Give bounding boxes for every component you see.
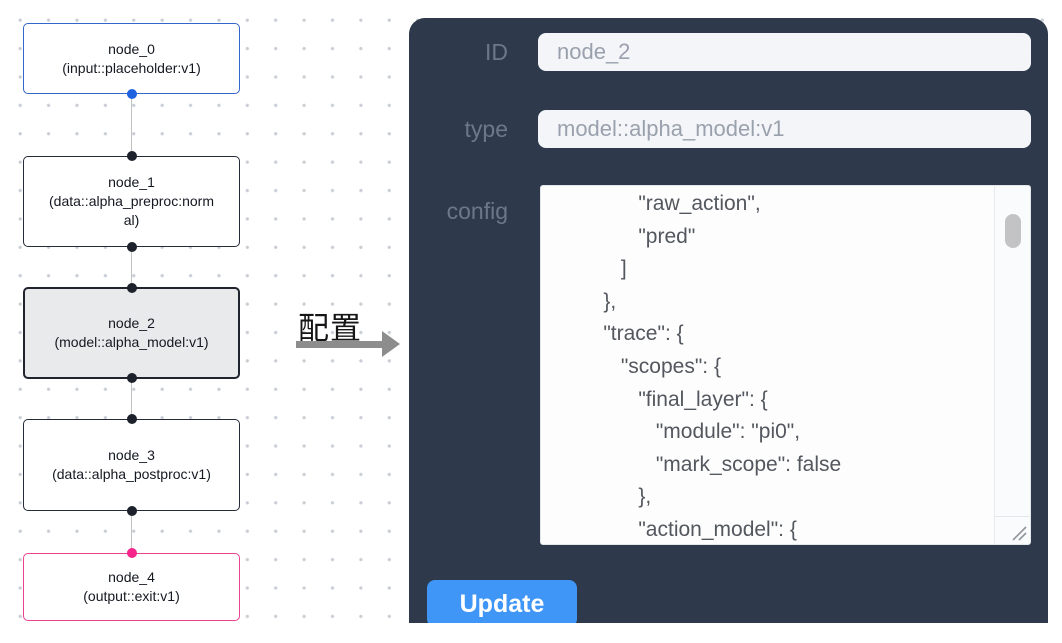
output-port[interactable] xyxy=(126,373,137,383)
node-config-panel: ID node_2 type model::alpha_model:v1 con… xyxy=(409,18,1048,623)
right-arrow-head-icon xyxy=(382,331,400,357)
config-annotation-label: 配置 xyxy=(298,311,362,346)
scrollbar-corner-divider xyxy=(995,516,1030,517)
edge-node3-node4 xyxy=(130,511,132,553)
node-label: node_0 xyxy=(108,40,155,57)
right-arrow-icon xyxy=(296,341,383,348)
node-label: node_4 xyxy=(108,569,155,585)
input-port[interactable] xyxy=(126,283,137,293)
id-field-label: ID xyxy=(485,39,508,65)
flow-node-node_3[interactable]: node_3 (data::alpha_postproc:v1) xyxy=(23,414,240,516)
flow-node-node_2-selected[interactable]: node_2 (model::alpha_model:v1) xyxy=(23,283,240,383)
config-json-text[interactable]: "raw_action", "pred" ] }, "trace": { "sc… xyxy=(603,192,842,541)
output-port[interactable] xyxy=(126,506,137,516)
output-port[interactable] xyxy=(126,89,137,99)
resize-grip-icon[interactable] xyxy=(1010,526,1028,541)
id-input[interactable]: node_2 xyxy=(538,33,1031,71)
flow-node-node_4[interactable]: node_4 (output::exit:v1) xyxy=(23,548,240,621)
config-field-label: config xyxy=(446,198,508,224)
type-input[interactable]: model::alpha_model:v1 xyxy=(538,110,1031,148)
edge-node1-node2 xyxy=(130,247,132,287)
edge-node2-node3 xyxy=(130,379,132,419)
edge-node0-node1 xyxy=(130,94,132,156)
input-port[interactable] xyxy=(126,414,137,424)
node-type: (data::alpha_postproc:v1) xyxy=(52,466,211,482)
input-port[interactable] xyxy=(126,151,137,161)
flow-node-node_0[interactable]: node_0 (input::placeholder:v1) xyxy=(23,23,240,99)
type-field-label: type xyxy=(464,116,508,142)
node-type: (model::alpha_model:v1) xyxy=(54,334,209,350)
node-type: (input::placeholder:v1) xyxy=(62,59,201,76)
node-type: (output::exit:v1) xyxy=(83,588,180,604)
update-button[interactable]: Update xyxy=(427,580,577,623)
flow-node-node_1[interactable]: node_1 (data::alpha_preproc:normal) xyxy=(23,151,240,252)
node-label: node_3 xyxy=(108,447,155,463)
node-label: node_2 xyxy=(108,315,155,331)
node-type: (data::alpha_preproc:normal) xyxy=(49,193,214,228)
node-label: node_1 xyxy=(108,174,155,190)
output-port[interactable] xyxy=(126,242,137,252)
scrollbar-thumb[interactable] xyxy=(1004,214,1021,248)
input-port[interactable] xyxy=(126,548,137,558)
scrollbar-track[interactable] xyxy=(994,186,1030,544)
config-textarea[interactable]: "raw_action", "pred" ] }, "trace": { "sc… xyxy=(540,185,1031,545)
